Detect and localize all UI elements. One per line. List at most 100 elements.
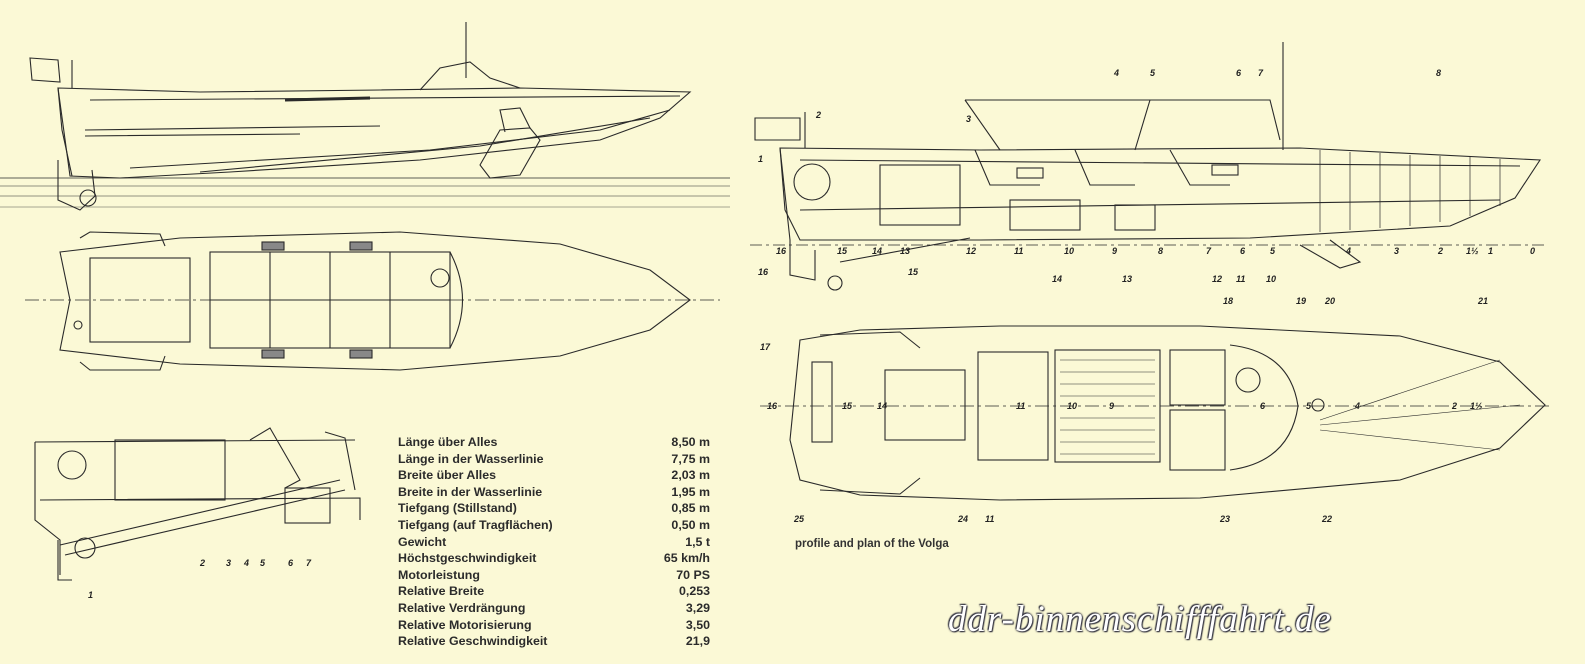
spec-row: Tiefgang (auf Tragflächen)0,50 m — [398, 517, 710, 534]
side-profile-drawing — [0, 22, 730, 211]
part-number-label: 5 — [260, 558, 266, 568]
part-number-label: 20 — [1324, 296, 1335, 306]
part-number-label: 3 — [1394, 246, 1399, 256]
part-number-label: 6 — [1260, 401, 1266, 411]
plan-view-drawing — [25, 231, 720, 371]
part-number-label: 16 — [758, 267, 769, 277]
part-number-label: 8 — [1158, 246, 1163, 256]
spec-label: Relative Geschwindigkeit — [398, 634, 548, 649]
watermark: ddr-binnenschifffahrt.de — [948, 599, 1332, 640]
part-number-label: 25 — [793, 514, 805, 524]
spec-row: Relative Geschwindigkeit 21,9 — [398, 633, 710, 650]
spec-row: Relative Motorisierung 3,50 — [398, 617, 710, 634]
part-number-label: 1 — [1488, 246, 1493, 256]
spec-value: 3,29 — [685, 600, 710, 615]
spec-value: 1,95 m — [671, 484, 710, 499]
spec-label: Länge in der Wasserlinie — [398, 451, 544, 466]
part-number-label: 6 — [288, 558, 294, 568]
spec-label: Länge über Alles — [398, 435, 498, 449]
spec-row: Höchstgeschwindigkeit 65 km/h — [398, 550, 710, 567]
spec-row: Gewicht 1,5 t — [398, 534, 710, 551]
spec-label: Relative Motorisierung — [398, 617, 532, 632]
spec-row: Tiefgang (Stillstand) 0,85 m — [398, 500, 710, 517]
part-number-label: 8 — [1436, 68, 1441, 78]
part-number-label: 3 — [226, 558, 231, 568]
spec-value: 0,253 — [678, 584, 710, 599]
spec-value: 3,50 — [685, 617, 710, 632]
spec-row: Länge über Alles 8,50 m — [398, 434, 710, 451]
spec-label: Breite in der Wasserlinie — [398, 484, 543, 499]
figure-caption: profile and plan of the Volga — [795, 538, 949, 550]
part-number-label: 22 — [1321, 514, 1332, 524]
part-number-label: 4 — [1345, 246, 1351, 256]
part-number-label: 11 — [1016, 401, 1025, 411]
part-number-label: 1 — [88, 590, 93, 600]
part-number-label: 6 — [1236, 68, 1242, 78]
spec-value: 70 PS — [676, 567, 710, 582]
part-number-label: 4 — [1354, 401, 1360, 411]
cutaway-profile-drawing — [750, 42, 1545, 291]
part-number-label: 2 — [1437, 246, 1443, 256]
part-number-label: 5 — [1306, 401, 1312, 411]
part-number-label: 9 — [1109, 401, 1114, 411]
part-number-label: 0 — [1530, 246, 1535, 256]
spec-value: 21,9 — [685, 634, 710, 649]
part-number-label: 1½ — [1470, 401, 1483, 411]
spec-row: Breite in der Wasserlinie 1,95 m — [398, 484, 710, 501]
spec-value: 0,50 m — [671, 517, 710, 532]
part-number-label: 10 — [1266, 274, 1276, 284]
part-number-label: 14 — [1052, 274, 1062, 284]
part-number-label: 24 — [957, 514, 968, 524]
part-number-label: 9 — [1112, 246, 1117, 256]
spec-value: 8,50 m — [671, 435, 710, 449]
part-number-label: 19 — [1296, 296, 1306, 306]
spec-value: 1,5 t — [685, 534, 710, 549]
spec-value: 7,75 m — [671, 451, 710, 466]
part-number-label: 10 — [1067, 401, 1077, 411]
spec-row: Relative Breite 0,253 — [398, 583, 710, 600]
part-number-label: 7 — [306, 558, 312, 568]
spec-label: Relative Breite — [398, 584, 485, 599]
part-number-label: 11 — [1014, 246, 1023, 256]
cutaway-plan-drawing — [760, 325, 1550, 501]
spec-value: 0,85 m — [671, 501, 710, 516]
part-number-label: 6 — [1240, 246, 1246, 256]
spec-label: Tiefgang (Stillstand) — [398, 501, 517, 516]
spec-value: 65 km/h — [663, 551, 710, 566]
part-number-label: 18 — [1223, 296, 1233, 306]
part-number-label: 7 — [1206, 246, 1212, 256]
part-number-label: 12 — [966, 246, 976, 256]
part-number-label: 11 — [985, 514, 994, 524]
part-number-label: 7 — [1258, 68, 1264, 78]
spec-label: Relative Verdrängung — [398, 600, 526, 615]
specifications-table: Länge über Alles 8,50 m Länge in der Wasse… — [398, 434, 710, 650]
part-number-label: 11 — [1236, 274, 1245, 284]
part-number-label: 16 — [776, 246, 787, 256]
spec-label: Breite über Alles — [398, 468, 497, 483]
part-number-label: 15 — [842, 401, 853, 411]
part-number-label: 5 — [1150, 68, 1156, 78]
part-number-label: 2 — [199, 558, 205, 568]
spec-label: Höchstgeschwindigkeit — [398, 551, 537, 566]
part-number-label: 21 — [1477, 296, 1488, 306]
part-number-label: 2 — [815, 110, 821, 120]
part-number-label: 23 — [1219, 514, 1230, 524]
part-number-label: 14 — [872, 246, 882, 256]
part-number-label: 17 — [760, 342, 771, 352]
spec-label: Gewicht — [398, 534, 447, 549]
spec-row: Länge in der Wasserlinie 7,75 m — [398, 451, 710, 468]
part-number-label: 5 — [1270, 246, 1276, 256]
part-number-label: 15 — [837, 246, 848, 256]
part-number-label: 13 — [900, 246, 910, 256]
part-number-label: 10 — [1064, 246, 1074, 256]
part-number-label: 1½ — [1466, 246, 1479, 256]
part-number-label: 15 — [908, 267, 919, 277]
part-number-label: 16 — [767, 401, 778, 411]
part-number-label: 3 — [966, 114, 971, 124]
part-number-label: 14 — [877, 401, 887, 411]
